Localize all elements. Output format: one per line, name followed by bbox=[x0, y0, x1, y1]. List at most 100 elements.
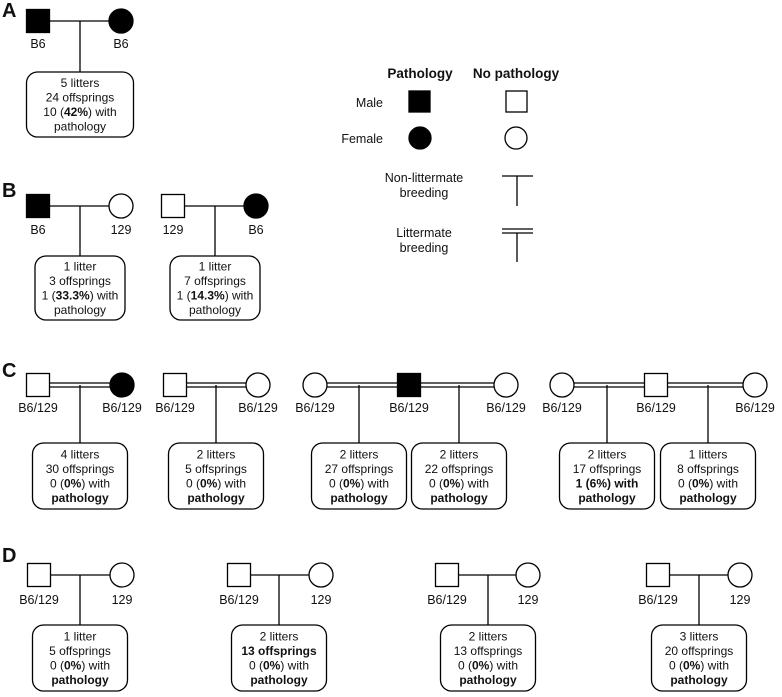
legend-header-no-pathology: No pathology bbox=[473, 66, 560, 81]
outcome-text-segment: ) with bbox=[360, 476, 389, 490]
strain-label: B6/129 bbox=[219, 593, 259, 607]
panel-label: C bbox=[2, 360, 16, 382]
outcome-text-line: 4 litters bbox=[61, 447, 100, 461]
outcome-text-segment: 24 offsprings bbox=[46, 90, 115, 104]
outcome-text-segment: 1 litters bbox=[689, 447, 728, 461]
outcome-text-segment: ) with bbox=[81, 476, 110, 490]
outcome-text-segment: 13 offsprings bbox=[454, 644, 523, 658]
outcome-text-segment: 3 litters bbox=[680, 629, 719, 643]
outcome-text-line: 5 offsprings bbox=[49, 644, 111, 658]
panel-label: D bbox=[2, 545, 16, 567]
male-unaffected-square bbox=[226, 562, 252, 588]
outcome-text-line: 30 offsprings bbox=[46, 462, 115, 476]
female-unaffected-circle bbox=[302, 372, 328, 398]
legend-male-label: Male bbox=[356, 96, 383, 110]
outcome-text-line: 0 (0%) with bbox=[458, 658, 518, 672]
male-unaffected-square bbox=[160, 193, 186, 219]
outcome-text-segment: 2 litters bbox=[469, 629, 508, 643]
outcome-text-segment: 22 offsprings bbox=[425, 462, 494, 476]
outcome-text-line: 2 litters bbox=[440, 447, 479, 461]
outcome-text-line: 10 (42%) with bbox=[43, 105, 116, 119]
outcome-text-segment: ) with bbox=[88, 105, 117, 119]
outcome-text-segment: 0% bbox=[692, 476, 710, 490]
outcome-text-line: 0 (0%) with bbox=[678, 476, 738, 490]
panel-label: A bbox=[2, 0, 16, 22]
legend-non-littermate-line2: breeding bbox=[400, 186, 449, 200]
outcome-text-segment: 1 ( bbox=[576, 476, 590, 490]
outcome-text-line: 1 (6%) with bbox=[576, 476, 639, 490]
outcome-text-line: 0 (0%) with bbox=[329, 476, 389, 490]
legend-male-affected-square bbox=[408, 90, 431, 113]
strain-label: B6/129 bbox=[155, 401, 195, 415]
outcome-text-line: 2 litters bbox=[197, 447, 236, 461]
outcome-text-line: 0 (0%) with bbox=[186, 476, 246, 490]
outcome-text-line: pathology bbox=[330, 491, 388, 505]
outcome-text-segment: 30 offsprings bbox=[46, 462, 115, 476]
outcome-text-segment: ) with bbox=[489, 658, 518, 672]
strain-label: 129 bbox=[730, 593, 751, 607]
outcome-text-line: pathology bbox=[250, 673, 308, 687]
outcome-text-segment: 5 offsprings bbox=[49, 644, 111, 658]
outcome-text-segment: 3 offsprings bbox=[49, 274, 111, 288]
outcome-box-frame bbox=[410, 442, 508, 510]
strain-label: B6/129 bbox=[636, 401, 676, 415]
outcome-text-line: 7 offsprings bbox=[184, 274, 246, 288]
outcome-text-segment: 0 ( bbox=[678, 476, 692, 490]
outcome-text-line: pathology bbox=[51, 491, 109, 505]
outcome-text-line: pathology bbox=[54, 119, 106, 133]
outcome-text-segment: pathology bbox=[430, 491, 488, 505]
outcome-text-segment: ) with bbox=[460, 476, 489, 490]
strain-label: 129 bbox=[163, 223, 184, 237]
outcome-text-segment: 1 litter bbox=[64, 259, 97, 273]
outcome-text-segment: 10 ( bbox=[43, 105, 64, 119]
outcome-text-segment: ) with bbox=[709, 476, 738, 490]
outcome-box-frame bbox=[31, 624, 129, 692]
outcome-text-segment: pathology bbox=[51, 491, 109, 505]
outcome-text-segment: 4 litters bbox=[61, 447, 100, 461]
outcome-text-segment: 0% bbox=[472, 658, 490, 672]
outcome-text-line: pathology bbox=[187, 491, 245, 505]
strain-label: 129 bbox=[111, 223, 132, 237]
outcome-text-segment: 1 litter bbox=[199, 259, 232, 273]
outcome-text-segment: 2 litters bbox=[588, 447, 627, 461]
outcome-text-segment: 33.3% bbox=[56, 288, 90, 302]
outcome-text-segment: 42% bbox=[64, 105, 88, 119]
female-unaffected-circle bbox=[727, 562, 753, 588]
outcome-text-line: 2 litters bbox=[340, 447, 379, 461]
outcome-text-segment: pathology bbox=[51, 673, 109, 687]
outcome-text-segment: 27 offsprings bbox=[325, 462, 394, 476]
outcome-text-segment: 0% bbox=[263, 658, 281, 672]
male-affected-square bbox=[396, 372, 422, 398]
outcome-text-segment: pathology bbox=[330, 491, 388, 505]
outcome-text-segment: 8 offsprings bbox=[677, 462, 739, 476]
outcome-text-segment: ) with bbox=[217, 476, 246, 490]
strain-label: B6/129 bbox=[102, 401, 142, 415]
strain-label: B6/129 bbox=[389, 401, 429, 415]
legend-female-unaffected-circle bbox=[504, 126, 528, 150]
outcome-text-line: 2 litters bbox=[260, 629, 299, 643]
outcome-text-segment: 0 ( bbox=[669, 658, 683, 672]
outcome-text-segment: ) with bbox=[81, 658, 110, 672]
outcome-text-segment: 0 ( bbox=[329, 476, 343, 490]
outcome-text-segment: 0% bbox=[443, 476, 461, 490]
outcome-text-segment: 1 ( bbox=[177, 288, 191, 302]
outcome-text-line: 5 offsprings bbox=[185, 462, 247, 476]
outcome-text-line: 0 (0%) with bbox=[669, 658, 729, 672]
female-affected-circle bbox=[109, 372, 135, 398]
